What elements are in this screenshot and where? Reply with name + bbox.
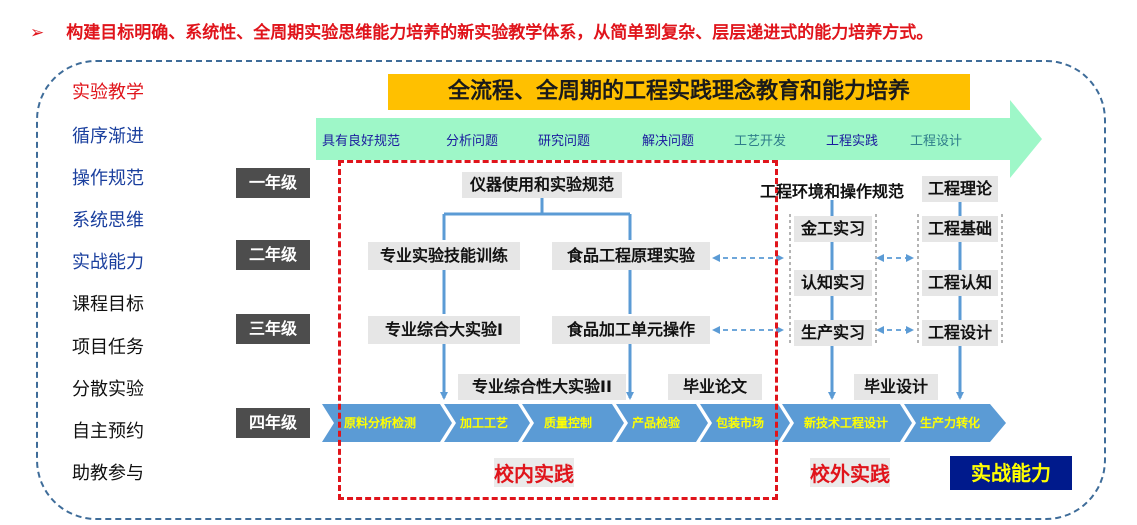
chevron-label-processing-tech: 加工工艺 [460,416,509,430]
grade-label-year2: 二年级 [236,240,310,270]
arrow-label-analyze-problem: 分析问题 [446,134,499,149]
chevron-label-quality-control: 质量控制 [544,416,593,430]
grade-label-year4: 四年级 [236,408,310,438]
chevron-label-raw-material-testing: 原料分析检测 [344,416,417,430]
chevron-1-shape [322,404,452,442]
node-comprehensive-exp-1: 专业综合大实验I [368,316,520,344]
node-engineering-theory: 工程理论 [922,176,998,202]
chevron-label-productivity-transform: 生产力转化 [920,416,981,430]
chevron-6-shape [782,404,912,442]
node-comprehensive-exp-2: 专业综合性大实验II [458,374,626,400]
on-campus-frame [338,160,778,500]
node-instrument-norms: 仪器使用和实验规范 [462,172,622,198]
node-graduation-design: 毕业设计 [854,374,938,400]
left-item-project-tasks: 项目任务 [72,337,144,358]
grade-label-year3: 三年级 [236,314,310,344]
bottom-chevron-row [322,404,1006,442]
node-processing-unit: 食品加工单元操作 [552,316,710,344]
node-engineering-cognition: 工程认知 [922,270,998,296]
arrow-label-engineering-practice: 工程实践 [826,134,879,149]
top-progress-arrow [316,100,1042,178]
chevron-label-packaging-market: 包装市场 [716,416,765,430]
left-item-ta-participation: 助教参与 [72,463,144,484]
chevron-2-shape [444,404,530,442]
chevron-4-shape [616,404,708,442]
label-off-campus-practice: 校外实践 [810,458,890,487]
left-item-course-goals: 课程目标 [72,294,144,315]
node-metalwork-internship: 金工实习 [794,216,872,242]
practical-ability-badge: 实战能力 [950,456,1072,490]
left-item-standard-operation: 操作规范 [72,168,144,189]
left-item-self-booking: 自主预约 [72,421,144,442]
arrow-label-good-norms: 具有良好规范 [322,134,401,149]
arrow-label-solve-problem: 解决问题 [642,134,695,149]
node-cognition-internship: 认知实习 [794,270,872,296]
section-heading: ➢ 构建目标明确、系统性、全周期实验思维能力培养的新实验教学体系，从简单到复杂、层… [30,18,933,43]
bullet-arrow-icon: ➢ [30,23,45,43]
offcampus-brackets [789,214,1003,344]
tree-connector [442,196,632,240]
node-graduation-thesis: 毕业论文 [668,374,762,400]
heading-text: 构建目标明确、系统性、全周期实验思维能力培养的新实验教学体系，从简单到复杂、层层… [66,23,934,43]
arrow-label-process-development: 工艺开发 [734,134,787,149]
node-production-internship: 生产实习 [794,320,872,346]
left-item-step-by-step: 循序渐进 [72,126,144,147]
arrow-label-study-problem: 研究问题 [538,134,591,149]
chevron-3-shape [522,404,624,442]
left-item-systems-thinking: 系统思维 [72,210,144,231]
label-on-campus-practice: 校内实践 [494,458,574,487]
outer-frame [36,60,1106,520]
chevron-7-shape [904,404,1006,442]
node-engineering-design: 工程设计 [922,320,998,346]
node-principle-experiment: 食品工程原理实验 [552,242,710,270]
banner-title: 全流程、全周期的工程实践理念教育和能力培养 [388,74,970,110]
grade-label-year1: 一年级 [236,168,310,198]
node-engineering-basics: 工程基础 [922,216,998,242]
left-item-experimental-teaching: 实验教学 [72,82,144,103]
left-item-practical-ability: 实战能力 [72,252,144,273]
chevron-label-product-inspection: 产品检验 [632,416,681,430]
node-engineering-env-norms: 工程环境和操作规范 [760,182,905,201]
chevron-5-shape [700,404,790,442]
arrow-label-engineering-design: 工程设计 [910,134,963,149]
left-item-distributed-experiments: 分散实验 [72,379,144,400]
node-skill-training: 专业实验技能训练 [368,242,520,270]
dashed-link-arrows [712,254,914,334]
chevron-label-new-tech-design: 新技术工程设计 [804,416,889,430]
